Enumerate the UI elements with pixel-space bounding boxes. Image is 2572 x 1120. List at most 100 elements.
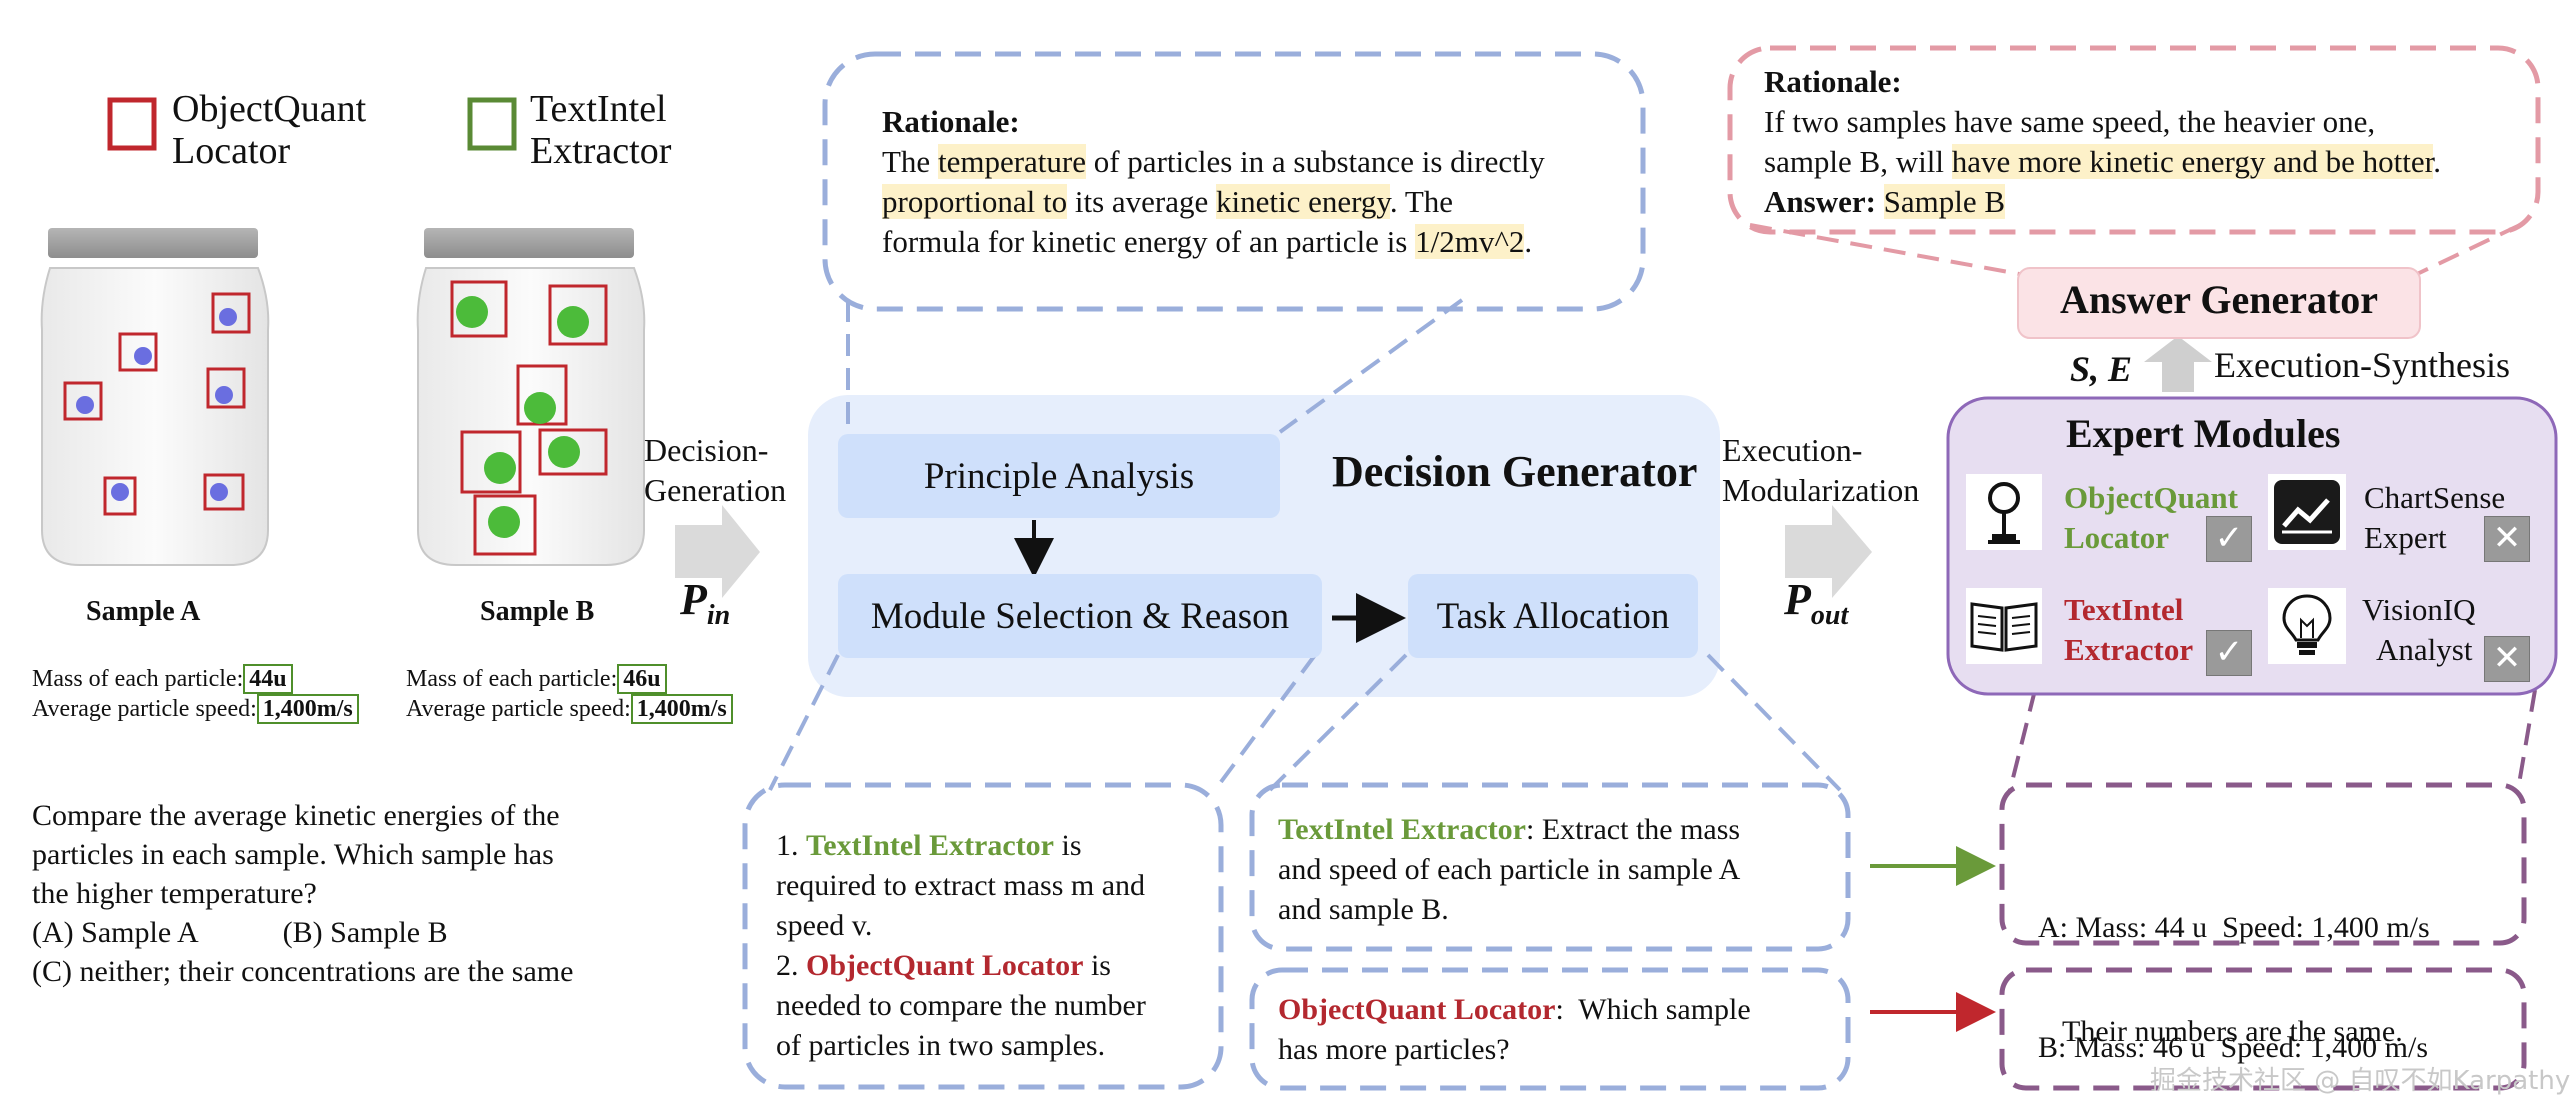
se-label: S, E: [2070, 349, 2133, 389]
answer-label: Answer:: [1764, 184, 1876, 219]
p-in-letter: P: [680, 575, 707, 624]
task-textintel-l1: : Extract the mass: [1526, 813, 1741, 846]
jar-b-particles: [450, 280, 608, 556]
task-allocation-button: Task Allocation: [1408, 574, 1698, 658]
question-line2: particles in each sample. Which sample h…: [32, 838, 554, 871]
sample-a-speed-label: Average particle speed:: [32, 696, 257, 722]
rationale-top-l2b: its average: [1067, 184, 1217, 219]
chartsense-module-icon-tile: [2268, 474, 2346, 550]
rationale-top-l3a: formula for kinetic energy of an particl…: [882, 224, 1416, 259]
execution-synthesis-label: Execution-Synthesis: [2214, 345, 2510, 385]
option-c: (C) neither; their concentrations are th…: [32, 955, 574, 988]
visioniq-cross-icon: ✕: [2484, 636, 2530, 682]
task-textintel-l2: and speed of each particle in sample A: [1278, 853, 1741, 886]
task-objectquant-l1: : Which sample: [1555, 993, 1751, 1026]
chartsense-module-line2: Expert: [2364, 520, 2447, 555]
decision-generation-arrow: [675, 505, 760, 598]
chartsense-cross-icon: ✕: [2484, 516, 2530, 562]
legend-textintel-line1: TextIntel: [530, 88, 667, 130]
legend-textintel-line2: Extractor: [530, 130, 672, 172]
objectquant-module-line2: Locator: [2064, 520, 2170, 555]
module-reasons: 1. TextIntel Extractor is required to ex…: [776, 826, 1146, 1066]
module-reasons-l5: needed to compare the number: [776, 989, 1146, 1022]
textintel-module-icon-tile: [1966, 588, 2042, 664]
sample-a-speed: 1,400m/s: [256, 694, 359, 724]
sample-b-speed-label: Average particle speed:: [406, 696, 631, 722]
decision-generation-line1: Decision-: [644, 432, 769, 468]
rationale-top-l1c: of particles in a substance is directly: [1085, 144, 1545, 179]
result-textintel-l1: A: Mass: 44 u Speed: 1,400 m/s: [2038, 911, 2430, 944]
module-reasons-textintel: TextIntel Extractor: [806, 829, 1054, 862]
execution-modularization-line1: Execution-: [1722, 432, 1863, 468]
book-icon: [1970, 602, 2038, 652]
module-reasons-l1c: is: [1054, 829, 1082, 862]
question-line1: Compare the average kinetic energies of …: [32, 799, 560, 832]
option-a: (A) Sample A: [32, 916, 199, 949]
textintel-module-line2: Extractor: [2064, 632, 2194, 667]
sample-a-mass: 44u: [243, 664, 293, 694]
legend-textintel: TextIntel Extractor: [530, 88, 671, 172]
decision-generation-line2: Generation: [644, 472, 787, 508]
result-textintel-outline: [1999, 782, 2527, 946]
task-textintel-outline: [1249, 782, 1851, 952]
objectquant-legend-square: [107, 97, 157, 151]
legend-objectquant: ObjectQuant Locator: [172, 88, 366, 172]
sample-b-speed: 1,400m/s: [630, 694, 733, 724]
p-in-subscript: in: [706, 599, 731, 631]
answer-generator-title: Answer Generator: [2059, 277, 2379, 322]
expert-modules-title: Expert Modules: [2066, 411, 2341, 456]
result-objectquant-outline: [1999, 967, 2527, 1091]
rationale-answer-l2a: sample B, will: [1764, 144, 1952, 179]
sample-a-label: Sample A: [86, 596, 201, 627]
jar-a-particles: [63, 292, 251, 516]
objectquant-check-icon: ✓: [2206, 516, 2252, 562]
result-textintel-l2: B: Mass: 46 u Speed: 1,400 m/s: [2038, 1031, 2429, 1064]
task-objectquant: ObjectQuant Locator: Which sample has mo…: [1278, 990, 1751, 1070]
module-reasons-l1a: 1.: [776, 829, 806, 862]
chartsense-module-label: ChartSense Expert: [2364, 478, 2505, 558]
task-textintel-name: TextIntel Extractor: [1278, 813, 1526, 846]
rationale-answer-heading: Rationale:: [1764, 64, 1902, 99]
rationale-top-heading: Rationale:: [882, 104, 1020, 139]
p-out-subscript: out: [1810, 599, 1849, 631]
execution-modularization-line2: Modularization: [1722, 472, 1920, 508]
visioniq-module-icon-tile: [2268, 588, 2346, 664]
rationale-answer-l1: If two samples have same speed, the heav…: [1764, 104, 2376, 139]
module-reasons-l3: speed v.: [776, 909, 873, 942]
watermark: 掘金技术社区 @ 自叹不如Karpathy: [2150, 1066, 2571, 1096]
execution-modularization-label: Execution- Modularization: [1722, 430, 1919, 510]
p-out-symbol: Pout: [1784, 574, 1848, 632]
module-reasons-l4c: is: [1083, 949, 1111, 982]
rationale-top-l2d: . The: [1389, 184, 1454, 219]
sample-b-label: Sample B: [480, 596, 595, 627]
question: Compare the average kinetic energies of …: [32, 796, 573, 991]
sample-b-mass-label: Mass of each particle:: [406, 666, 618, 692]
rationale-top-l3c: .: [1524, 224, 1533, 259]
locator-pin-icon: [1988, 482, 2020, 544]
legend-objectquant-line2: Locator: [172, 130, 291, 172]
sample-a-mass-label: Mass of each particle:: [32, 666, 244, 692]
sample-b-values: Mass of each particle:46u Average partic…: [406, 664, 733, 724]
visioniq-module-line1: VisionIQ: [2362, 592, 2476, 627]
answer-value: Sample B: [1883, 184, 2006, 219]
rationale-top-l3b: 1/2mv^2: [1415, 224, 1525, 259]
textintel-legend-square: [467, 97, 517, 151]
task-objectquant-outline: [1249, 967, 1851, 1091]
objectquant-module-label: ObjectQuant Locator: [2064, 478, 2238, 558]
rationale-answer: Rationale: If two samples have same spee…: [1764, 62, 2441, 222]
textintel-check-icon: ✓: [2206, 630, 2252, 676]
rationale-top-l1b: temperature: [937, 144, 1086, 179]
textintel-module-line1: TextIntel: [2064, 592, 2184, 627]
answer-generator-box: [2017, 267, 2421, 339]
textintel-module-label: TextIntel Extractor: [2064, 590, 2193, 670]
rationale-answer-l2b: have more kinetic energy and be hotter: [1951, 144, 2434, 179]
p-out-letter: P: [1784, 575, 1811, 624]
expert-modules-panel: [1946, 396, 2558, 696]
line-chart-icon: [2274, 480, 2340, 544]
decision-generator-title: Decision Generator: [1332, 447, 1698, 496]
rationale-answer-l2c: .: [2433, 144, 2441, 179]
visioniq-module-line2: Analyst: [2376, 632, 2473, 667]
chartsense-module-line1: ChartSense: [2364, 480, 2506, 515]
rationale-top-l2a: proportional to: [882, 184, 1068, 219]
objectquant-module-line1: ObjectQuant: [2064, 480, 2238, 515]
